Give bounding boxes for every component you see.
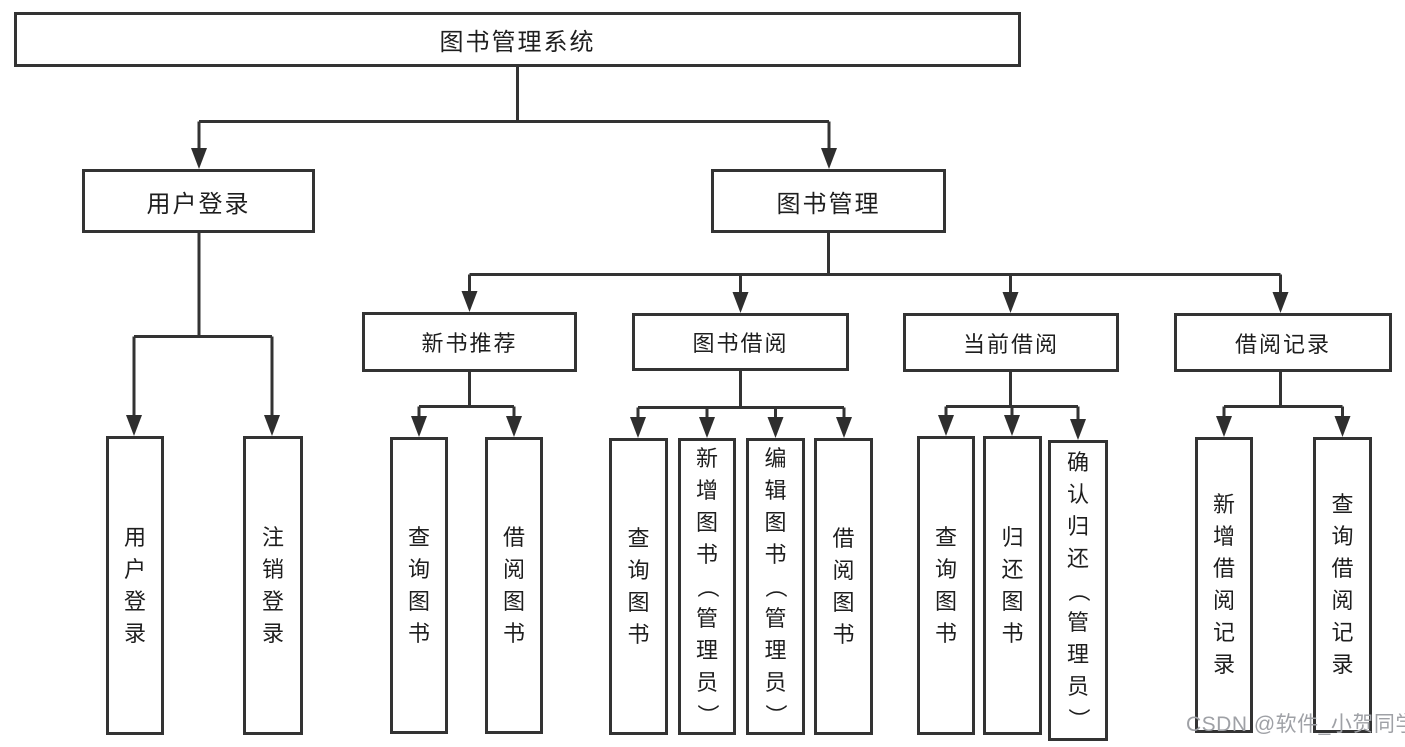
csdn-watermark: CSDN @软件_小贺同学 bbox=[1186, 713, 1405, 736]
connector-line bbox=[636, 370, 846, 421]
arrow-down-icon bbox=[767, 417, 784, 438]
node-label: 用户登录 bbox=[146, 190, 251, 218]
leaf-return-book: 归还图书 bbox=[983, 436, 1042, 735]
leaf-query-books-current: 查询图书 bbox=[917, 436, 975, 735]
arrow-down-icon bbox=[1004, 415, 1020, 436]
node-label: 当前借阅 bbox=[962, 331, 1059, 357]
arrow-down-icon bbox=[461, 291, 478, 312]
connector-line bbox=[197, 66, 831, 152]
leaf-add-book-admin: 新增图书（管理员） bbox=[678, 438, 736, 735]
node-label: 借阅图书 bbox=[832, 525, 855, 647]
arrow-down-icon bbox=[630, 417, 646, 438]
leaf-query-borrow-record: 查询借阅记录 bbox=[1313, 437, 1372, 733]
arrow-down-icon bbox=[1334, 416, 1351, 437]
leaf-borrow-books-recommend: 借阅图书 bbox=[485, 437, 543, 734]
node-label: 查询图书 bbox=[407, 524, 430, 646]
node-library-system: 图书管理系统 bbox=[14, 12, 1021, 67]
arrow-down-icon bbox=[732, 292, 749, 313]
node-label: 图书管理 bbox=[776, 190, 881, 218]
arrow-down-icon bbox=[411, 416, 427, 437]
node-user-login: 用户登录 bbox=[82, 169, 315, 233]
arrow-down-icon bbox=[506, 416, 522, 437]
arrow-down-icon bbox=[126, 415, 142, 436]
node-label: 确认归还（管理员） bbox=[1065, 449, 1091, 730]
node-label: 查询图书 bbox=[934, 524, 957, 646]
connector-line bbox=[1222, 371, 1344, 420]
leaf-add-borrow-record: 新增借阅记录 bbox=[1195, 437, 1253, 733]
arrow-down-icon bbox=[1070, 419, 1086, 440]
leaf-query-books-recommend: 查询图书 bbox=[390, 437, 448, 734]
node-label: 新增图书（管理员） bbox=[694, 445, 720, 726]
node-label: 查询借阅记录 bbox=[1331, 492, 1354, 677]
node-current-borrow: 当前借阅 bbox=[903, 313, 1119, 372]
leaf-query-books-borrow: 查询图书 bbox=[609, 438, 668, 735]
node-label: 借阅图书 bbox=[502, 524, 525, 646]
arrow-down-icon bbox=[699, 417, 715, 438]
arrow-down-icon bbox=[1272, 292, 1289, 313]
arrow-down-icon bbox=[821, 148, 837, 169]
node-label: 新书推荐 bbox=[421, 331, 518, 356]
arrow-down-icon bbox=[938, 415, 954, 436]
connector-line bbox=[468, 232, 1282, 296]
arrow-down-icon bbox=[1216, 416, 1232, 437]
leaf-edit-book-admin: 编辑图书（管理员） bbox=[746, 438, 805, 735]
node-label: 图书借阅 bbox=[692, 331, 789, 356]
node-book-borrow: 图书借阅 bbox=[632, 313, 849, 371]
node-label: 用户登录 bbox=[123, 524, 146, 646]
node-label: 查询图书 bbox=[627, 525, 650, 647]
connector-line bbox=[417, 371, 516, 420]
node-borrow-records: 借阅记录 bbox=[1174, 313, 1392, 372]
leaf-user-login: 用户登录 bbox=[106, 436, 164, 735]
arrow-down-icon bbox=[191, 148, 207, 169]
node-label: 编辑图书（管理员） bbox=[763, 445, 789, 726]
node-label: 图书管理系统 bbox=[439, 29, 596, 56]
node-new-book-recommend: 新书推荐 bbox=[362, 312, 577, 372]
arrow-down-icon bbox=[836, 417, 852, 438]
leaf-confirm-return-admin: 确认归还（管理员） bbox=[1048, 440, 1108, 741]
node-book-management: 图书管理 bbox=[711, 169, 946, 233]
arrow-down-icon bbox=[1002, 292, 1019, 313]
node-label: 归还图书 bbox=[1001, 524, 1024, 646]
node-label: 新增借阅记录 bbox=[1212, 492, 1235, 677]
leaf-borrow-books: 借阅图书 bbox=[814, 438, 873, 735]
arrow-down-icon bbox=[264, 415, 280, 436]
node-label: 借阅记录 bbox=[1234, 331, 1331, 357]
connector-line bbox=[944, 371, 1080, 423]
leaf-logout: 注销登录 bbox=[243, 436, 303, 735]
node-label: 注销登录 bbox=[261, 524, 284, 646]
connector-line bbox=[132, 232, 274, 419]
